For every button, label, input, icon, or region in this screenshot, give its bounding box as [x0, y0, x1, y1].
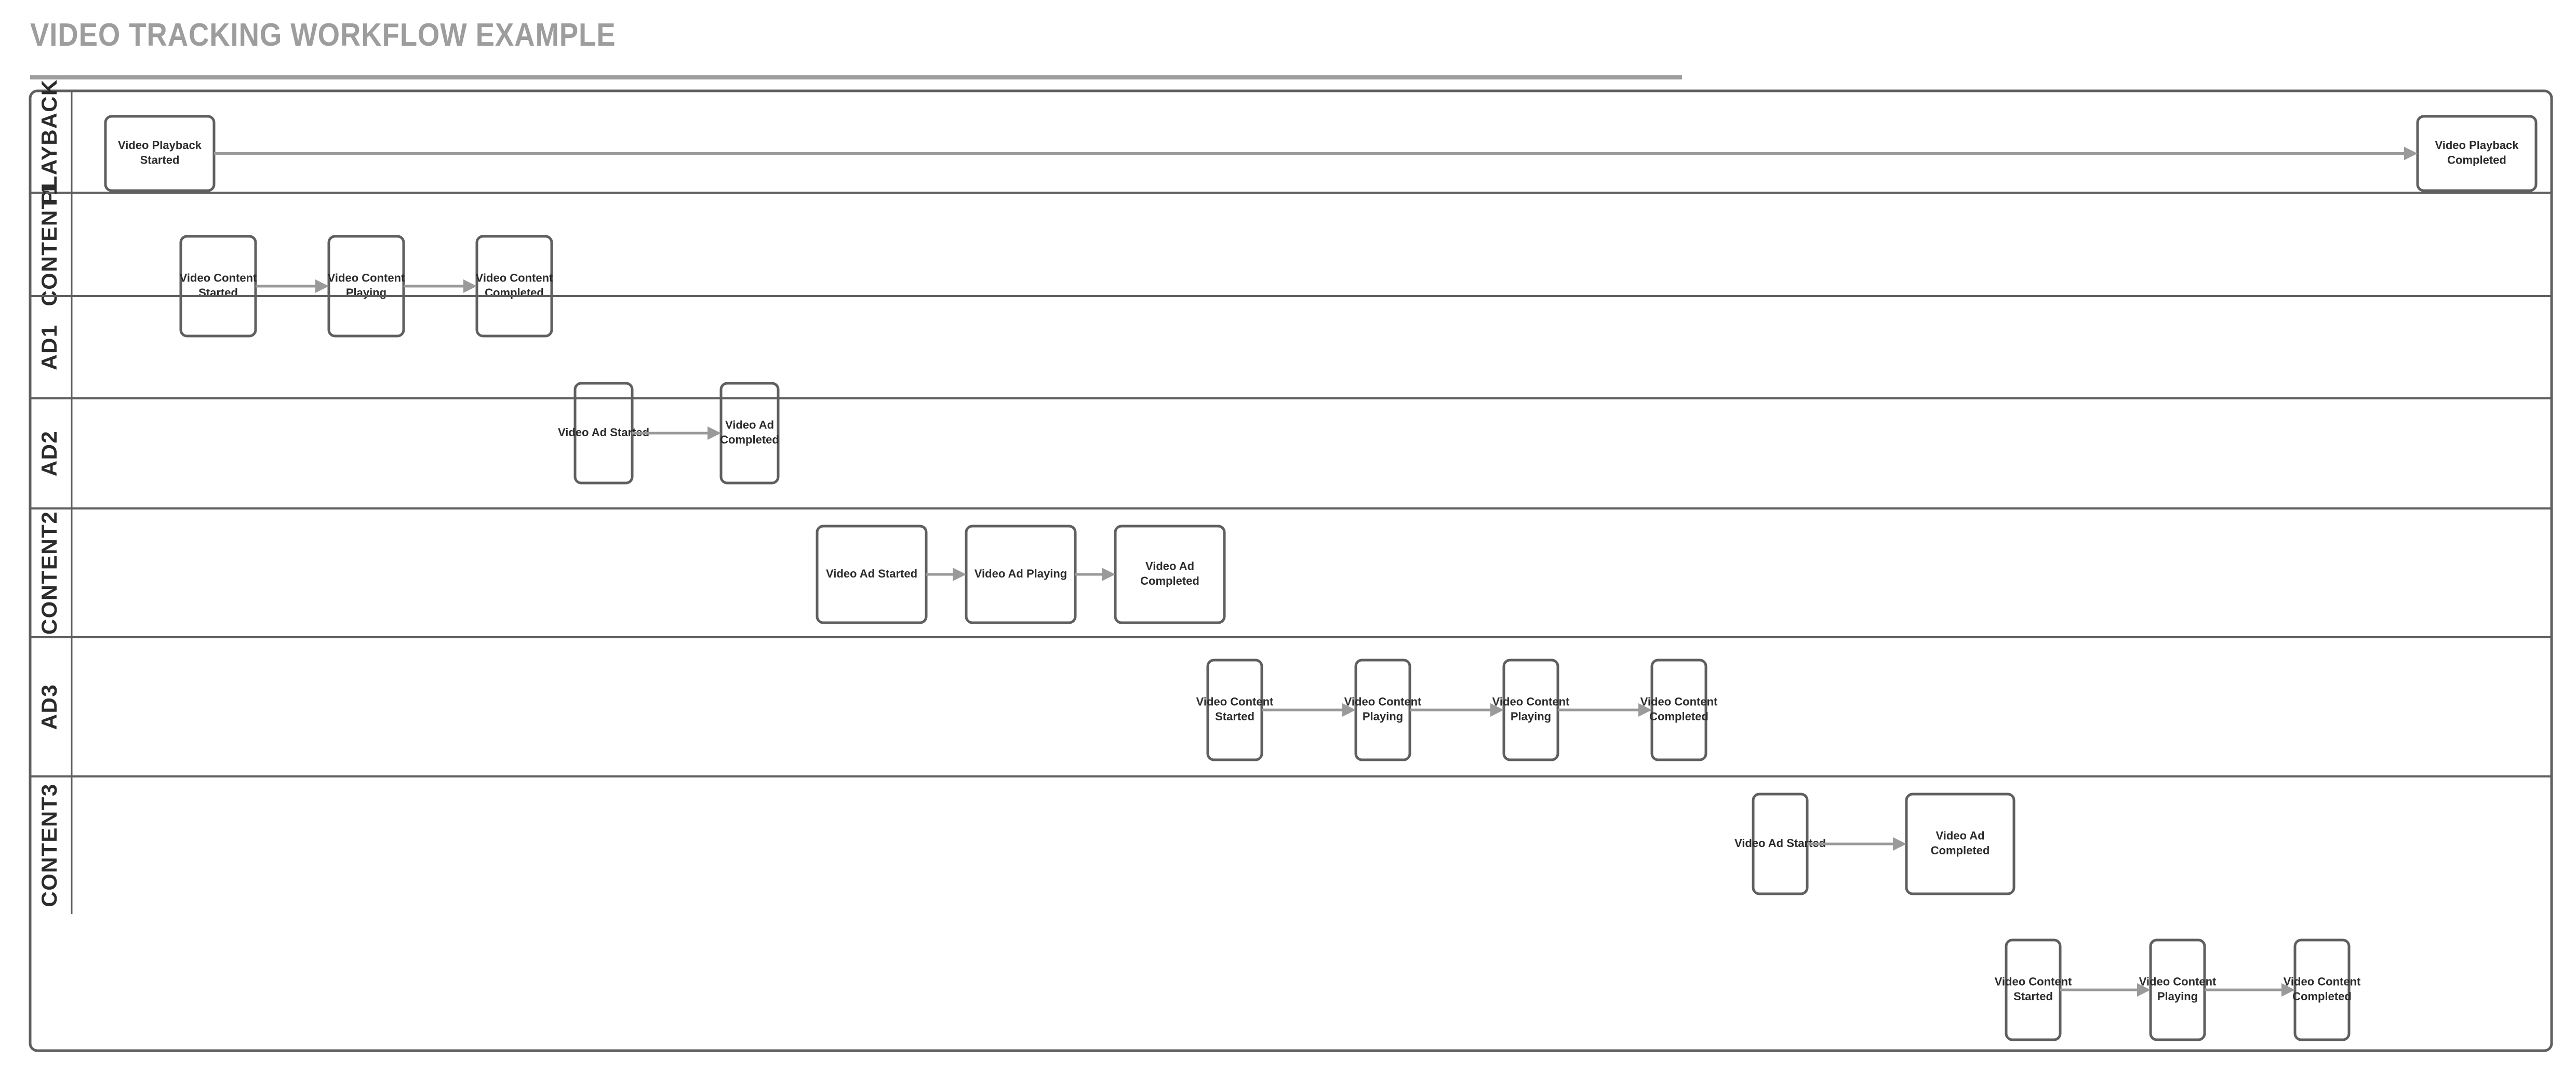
lane-nodes-ad2: Video Ad Started Video Ad Playing Video Ad… [816, 525, 1226, 624]
task-node-label: Video Ad [725, 419, 774, 432]
task-node-label: Completed [2292, 990, 2352, 1003]
flow-arrow [1075, 568, 1115, 581]
flow-arrow [256, 279, 329, 293]
task-node-label: Playing [1511, 710, 1551, 723]
flow-arrow [632, 426, 721, 440]
task-node-label: Completed [1140, 574, 1199, 587]
flow-arrow-head [1893, 837, 1906, 851]
lane-label-content3: CONTENT3 [37, 783, 61, 907]
task-node-label: Playing [346, 286, 386, 299]
task-node-label: Video Ad [1936, 829, 1984, 842]
title-underline-rule [30, 75, 1682, 79]
task-node-label: Video Ad Started [826, 567, 917, 580]
lane-label-ad3: AD3 [37, 684, 61, 730]
task-node-label: Completed [485, 286, 544, 299]
task-node[interactable]: Video Ad Completed [1905, 793, 2016, 895]
task-node-label: Video Ad [1145, 560, 1194, 573]
task-node-label: Video Content [180, 272, 257, 285]
task-node-label: Video Playback [2435, 139, 2519, 152]
task-node-label: Completed [720, 433, 779, 446]
flow-arrow-head [708, 426, 721, 440]
flow-arrow [214, 146, 2418, 160]
flow-arrow-head [463, 279, 477, 293]
task-node-label: Video Content [2284, 975, 2361, 988]
task-node-label: Completed [1649, 710, 1709, 723]
flow-arrow-head [315, 279, 329, 293]
task-node-label: Video Content [476, 272, 553, 285]
task-node-label: Completed [1931, 844, 1990, 857]
task-node[interactable]: Video Ad Started [816, 525, 928, 624]
flow-arrow [404, 279, 477, 293]
task-node-label: Started [198, 286, 238, 299]
pool-outline [29, 89, 2553, 1052]
task-node-label: Completed [2447, 153, 2506, 166]
task-node-label: Video Ad Playing [975, 567, 1067, 580]
task-node-label: Video Content [1344, 695, 1422, 708]
flow-arrow [1807, 837, 1906, 851]
flow-arrow-head [2404, 146, 2418, 160]
flow-arrow-head [953, 568, 966, 581]
page-title: VIDEO TRACKING WORKFLOW EXAMPLE [30, 17, 616, 53]
lane-label-ad1: AD1 [37, 324, 61, 370]
task-node-label: Video Content [1995, 975, 2072, 988]
task-node-label: Video Content [1640, 695, 1718, 708]
task-node-label: Playing [2157, 990, 2198, 1003]
task-node-label: Video Content [1196, 695, 1274, 708]
task-node[interactable]: Video Ad Playing [965, 525, 1077, 624]
flow-arrow-head [2137, 983, 2151, 997]
task-node-label: Video Content [2139, 975, 2217, 988]
flow-arrow [1410, 703, 1504, 717]
flow-arrow [2060, 983, 2151, 997]
task-node-label: Video Content [1492, 695, 1570, 708]
flow-arrow-head [1342, 703, 1356, 717]
flow-arrow [926, 568, 966, 581]
flow-arrow [1262, 703, 1356, 717]
task-node-label: Started [2013, 990, 2053, 1003]
task-node-label: Started [140, 153, 180, 166]
task-node-label: Started [1215, 710, 1254, 723]
lane-label-playback: PLAYBACK [37, 79, 61, 204]
flow-arrow-head [2281, 983, 2295, 997]
flow-arrow-head [1638, 703, 1652, 717]
flow-arrow [2205, 983, 2295, 997]
flow-arrow-head [1490, 703, 1504, 717]
task-node-label: Video Playback [118, 139, 202, 152]
task-node-label: Video Content [328, 272, 405, 285]
flow-arrow-head [1102, 568, 1115, 581]
flow-arrow [1558, 703, 1652, 717]
task-node-label: Playing [1363, 710, 1403, 723]
lane-label-ad2: AD2 [37, 431, 61, 477]
lane-label-content1: CONTENT1 [37, 182, 61, 306]
lane-label-content2: CONTENT2 [37, 511, 61, 635]
